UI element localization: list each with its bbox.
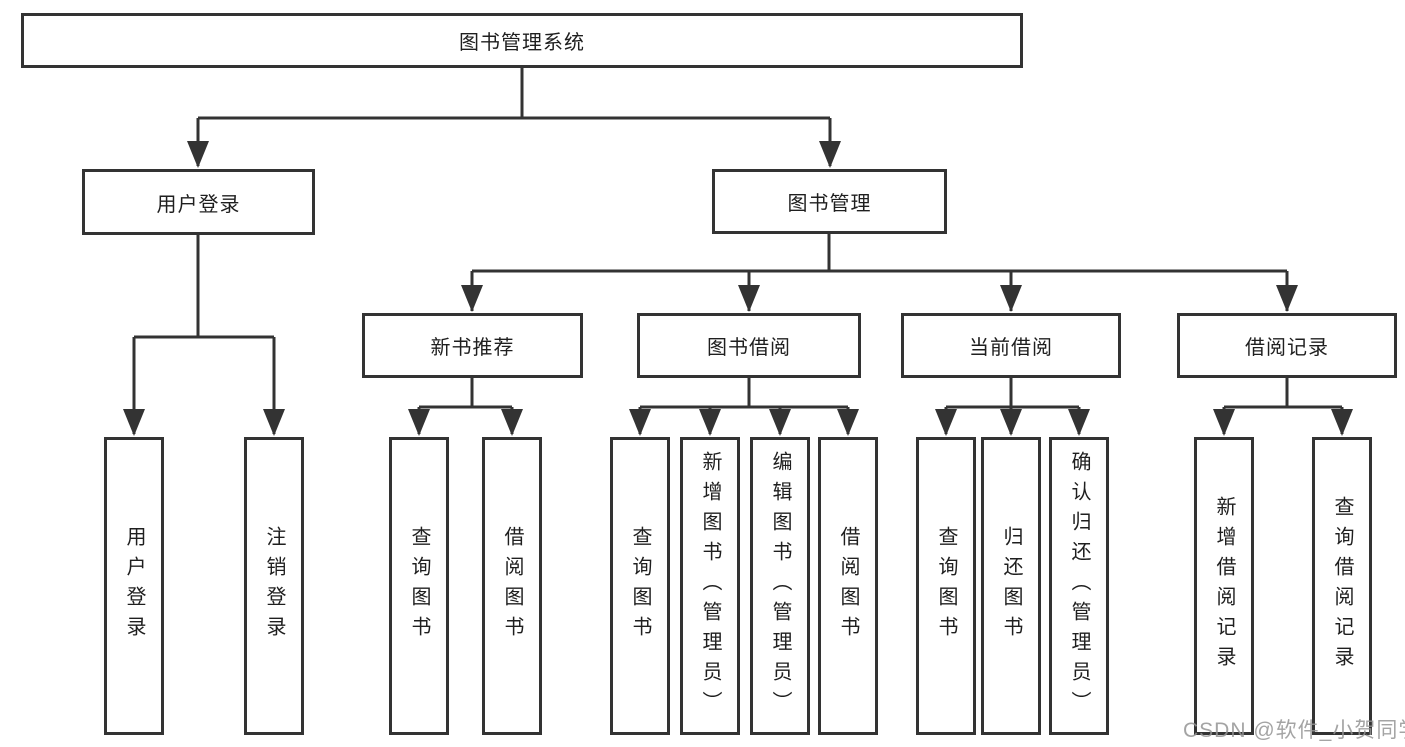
arrowhead [629,409,651,436]
node-label: 用户登录 [156,193,241,216]
node-root-library-system: 图书管理系统 [21,13,1023,68]
leaf-confirm-return-admin: 确认归还（管理员） [1049,437,1109,735]
leaf-add-borrow-record: 新增借阅记录 [1194,437,1254,735]
leaf-borrow-books-recommend: 借阅图书 [482,437,542,735]
leaf-label: 注销登录 [263,526,285,646]
node-label: 新书推荐 [430,337,515,359]
leaf-label: 查询图书 [935,526,957,646]
arrowheads [123,141,1353,436]
node-label: 借阅记录 [1245,337,1329,359]
leaf-label: 查询借阅记录 [1331,496,1353,676]
arrowhead [1276,285,1298,312]
node-book-management: 图书管理 [712,169,947,234]
arrowhead [1331,409,1353,436]
leaf-label: 新增借阅记录 [1213,496,1235,676]
node-label: 图书管理 [787,193,872,215]
node-label: 图书管理系统 [459,32,585,54]
arrowhead [408,409,430,436]
arrowhead [935,409,957,436]
node-current-borrowing: 当前借阅 [901,313,1121,378]
leaf-label: 查询图书 [629,526,651,646]
csdn-watermark: CSDN @软件_小贺同学 [1183,719,1405,742]
arrowhead [123,409,145,436]
leaf-borrow-books-borrowing: 借阅图书 [818,437,878,735]
node-new-book-recommend: 新书推荐 [362,313,583,378]
leaf-logout: 注销登录 [244,437,304,735]
arrowhead [1068,409,1090,436]
arrowhead [461,285,483,312]
arrowhead [263,409,285,436]
leaf-edit-book-admin: 编辑图书（管理员） [750,437,810,735]
leaf-return-book: 归还图书 [981,437,1041,735]
arrowhead [1000,285,1022,312]
node-book-borrowing: 图书借阅 [637,313,861,378]
leaf-label: 编辑图书（管理员） [769,451,791,721]
connector-lines [132,68,1344,434]
arrowhead [819,141,841,168]
node-user-login: 用户登录 [82,169,315,235]
leaf-query-books-borrowing: 查询图书 [610,437,670,735]
node-label: 图书借阅 [707,337,791,359]
node-label: 当前借阅 [969,337,1053,359]
leaf-add-book-admin: 新增图书（管理员） [680,437,740,735]
arrowhead [769,409,791,436]
leaf-label: 查询图书 [408,526,430,646]
node-borrowing-records: 借阅记录 [1177,313,1397,378]
arrowhead [187,141,209,168]
arrowhead [738,285,760,312]
leaf-query-books-recommend: 查询图书 [389,437,449,735]
arrowhead [501,409,523,436]
leaf-label: 确认归还（管理员） [1068,451,1090,721]
leaf-label: 新增图书（管理员） [699,451,721,721]
arrowhead [699,409,721,436]
leaf-label: 借阅图书 [501,526,523,646]
leaf-label: 用户登录 [123,526,145,646]
leaf-label: 归还图书 [1000,526,1022,646]
arrowhead [1000,409,1022,436]
leaf-query-books-current: 查询图书 [916,437,976,735]
arrowhead [1213,409,1235,436]
leaf-query-borrow-record: 查询借阅记录 [1312,437,1372,735]
arrowhead [837,409,859,436]
leaf-user-login: 用户登录 [104,437,164,735]
leaf-label: 借阅图书 [837,526,859,646]
